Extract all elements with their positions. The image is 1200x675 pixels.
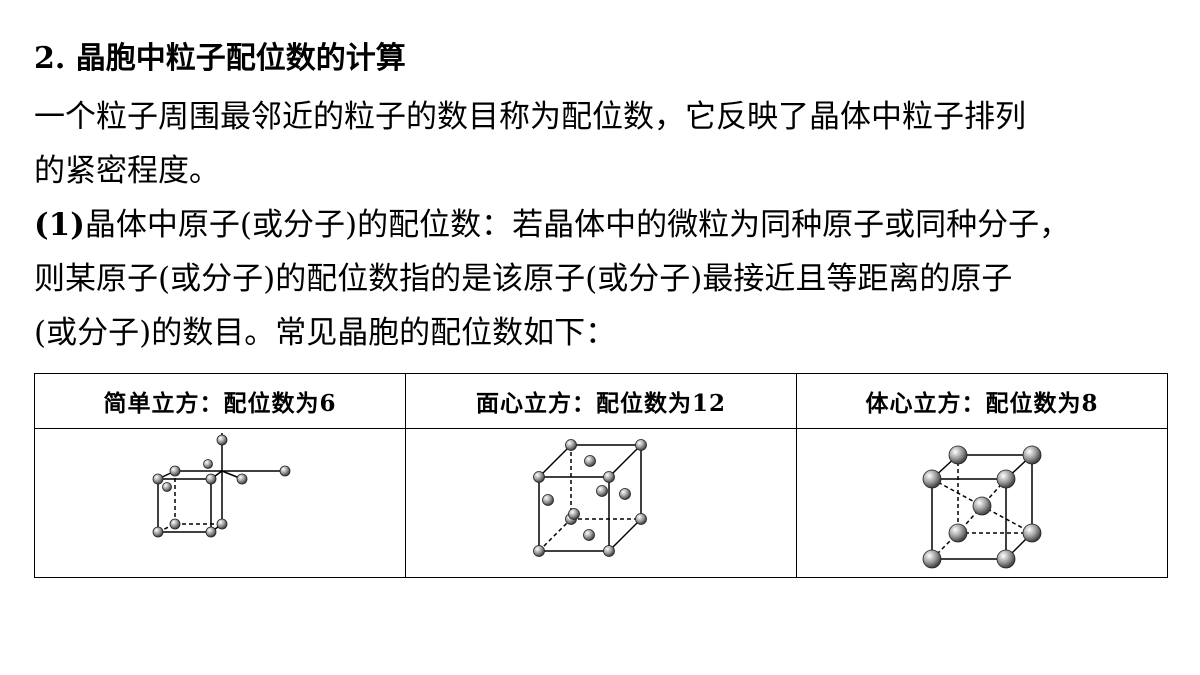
header-fcc: 面心立方：配位数为12 xyxy=(405,373,797,429)
bcc-figure-cell xyxy=(796,428,1168,578)
section-heading: 2. 晶胞中粒子配位数的计算 xyxy=(34,41,406,76)
bcc-diagram xyxy=(922,445,1042,569)
fcc-figure-cell xyxy=(405,428,797,578)
body-paragraph: 一个粒子周围最邻近的粒子的数目称为配位数，它反映了晶体中粒子排列 的紧密程度。 … xyxy=(34,90,1174,360)
simple-cubic-figure-cell xyxy=(34,428,406,578)
simple-cubic-diagram xyxy=(152,433,291,538)
intro-line-2: 的紧密程度。 xyxy=(34,153,220,189)
header-simple-cubic: 简单立方：配位数为6 xyxy=(34,373,406,429)
point1-line-1: (1)晶体中原子(或分子)的配位数：若晶体中的微粒为同种原子或同种分子， xyxy=(34,198,1174,252)
point1-text-1: 晶体中原子(或分子)的配位数：若晶体中的微粒为同种原子或同种分子， xyxy=(84,207,1071,243)
point1-line-2: 则某原子(或分子)的配位数指的是该原子(或分子)最接近且等距离的原子 xyxy=(34,261,1013,297)
point1-prefix: (1) xyxy=(34,207,85,243)
header-bcc: 体心立方：配位数为8 xyxy=(796,373,1168,429)
point1-line-3: (或分子)的数目。常见晶胞的配位数如下： xyxy=(34,315,617,351)
coordination-table: 简单立方：配位数为6 面心立方：配位数为12 体心立方：配位数为8 xyxy=(34,373,1168,578)
fcc-diagram xyxy=(533,439,647,557)
table-figure-row xyxy=(34,428,1168,578)
intro-line-1: 一个粒子周围最邻近的粒子的数目称为配位数，它反映了晶体中粒子排列 xyxy=(34,99,1026,135)
table-header-row: 简单立方：配位数为6 面心立方：配位数为12 体心立方：配位数为8 xyxy=(34,373,1168,429)
